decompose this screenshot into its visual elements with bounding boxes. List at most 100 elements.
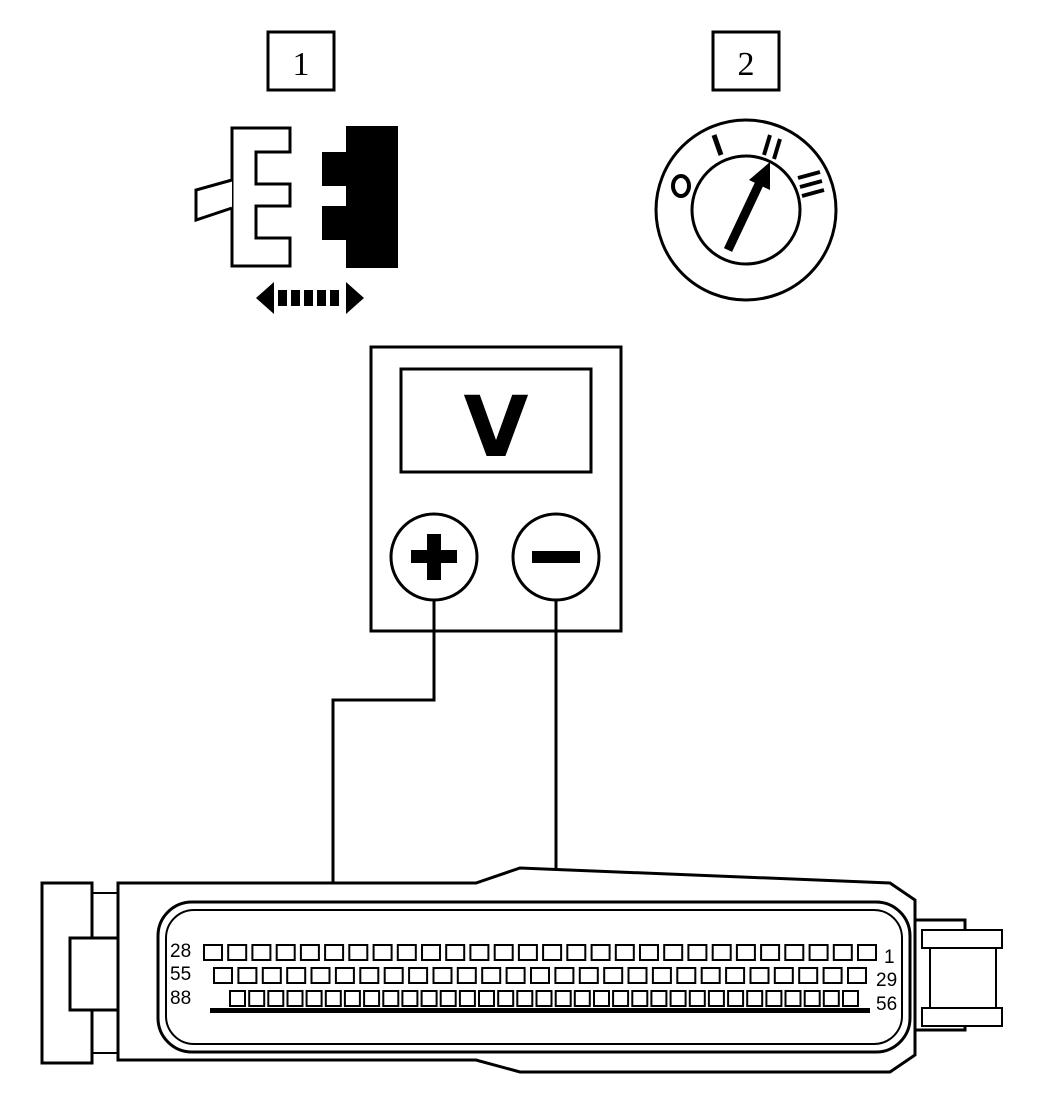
negative-terminal (511, 512, 601, 602)
connector-pin (784, 944, 805, 961)
connector-pin (808, 944, 829, 961)
step-1-label: 1 (293, 46, 310, 83)
connector-pin (700, 967, 721, 984)
connector-pin (688, 990, 706, 1007)
connector-pin (481, 967, 502, 984)
ignition-position-1-mark (711, 134, 724, 156)
connector-pin (676, 967, 697, 984)
connector-pin (516, 990, 534, 1007)
connector-pin (746, 990, 764, 1007)
connector-pin (383, 967, 404, 984)
connector-pin (408, 967, 429, 984)
connector-pin (803, 990, 821, 1007)
connector-pin (857, 944, 877, 961)
connector-pin (227, 944, 248, 961)
connector-pin (275, 944, 296, 961)
connector-pin (784, 990, 802, 1007)
row-2-start-label: 55 (170, 964, 191, 985)
ignition-position-0-mark (671, 174, 691, 198)
row-3-start-label: 88 (170, 988, 191, 1009)
connector-pin (324, 990, 342, 1007)
connector-pin (229, 990, 246, 1007)
connector-pin (760, 944, 781, 961)
connector-pin (749, 967, 770, 984)
connector-pin (505, 967, 526, 984)
connector-pin (420, 990, 438, 1007)
ecu-connector: 28 1 55 29 88 56 (40, 866, 1003, 1074)
connector-pin (614, 944, 635, 961)
positive-test-lead (331, 600, 436, 948)
connector-pin (497, 990, 515, 1007)
connector-pin (372, 944, 393, 961)
row-3-end-label: 56 (876, 994, 897, 1015)
connector-pin (343, 990, 361, 1007)
connector-pin (847, 967, 867, 984)
connector-pin (687, 944, 708, 961)
step-2-badge: 2 (711, 30, 781, 92)
connector-pin (359, 967, 380, 984)
connector-pin (251, 944, 272, 961)
connector-pin (573, 990, 591, 1007)
connector-pin (566, 944, 587, 961)
connector-pin (711, 944, 732, 961)
step-1-badge: 1 (266, 30, 336, 92)
connector-pin (517, 944, 538, 961)
connector-pin (493, 944, 514, 961)
connector-pin (535, 990, 553, 1007)
connector-pin (382, 990, 400, 1007)
connector-pin (478, 990, 495, 1007)
voltmeter: V (369, 345, 623, 633)
connector-pin (735, 944, 756, 961)
connector-pin (299, 944, 320, 961)
connector-pin (707, 990, 725, 1007)
connector-pin (445, 944, 466, 961)
voltmeter-display (399, 367, 593, 474)
connector-pin (310, 967, 331, 984)
connector-pin (261, 967, 282, 984)
connector-pin (832, 944, 853, 961)
connector-pin (765, 990, 783, 1007)
connector-pin (663, 944, 684, 961)
voltmeter-unit-label: V (463, 378, 528, 476)
connector-pin (822, 967, 843, 984)
connector-pin (286, 967, 307, 984)
connector-pin (554, 990, 572, 1007)
connector-pin (334, 967, 355, 984)
connector-pin (432, 967, 453, 984)
connector-pin (612, 990, 630, 1007)
connector-pin (773, 967, 794, 984)
connector-pin (348, 944, 369, 961)
disconnect-connector-icon (194, 126, 398, 314)
connector-pin (651, 967, 672, 984)
connector-pin (458, 990, 476, 1007)
ignition-switch-icon (654, 118, 838, 302)
connector-pin (305, 990, 323, 1007)
connector-pin (593, 990, 610, 1007)
row-2-end-label: 29 (876, 970, 897, 991)
connector-pin (554, 967, 575, 984)
positive-terminal (389, 512, 479, 602)
connector-pin (639, 944, 659, 961)
connector-pin (396, 944, 417, 961)
connector-pin (603, 967, 624, 984)
connector-pin (627, 967, 648, 984)
connector-pin (421, 944, 441, 961)
connector-pin (669, 990, 687, 1007)
connector-pin (469, 944, 490, 961)
connector-pin (286, 990, 304, 1007)
connector-pin (456, 967, 477, 984)
connector-pin (248, 990, 266, 1007)
connector-pin (798, 967, 819, 984)
row-1-start-label: 28 (170, 941, 191, 962)
connector-pin (439, 990, 457, 1007)
connector-pin-grid (203, 944, 877, 1007)
connector-pin (822, 990, 840, 1007)
connector-pin (324, 944, 345, 961)
ignition-position-3-mark (797, 170, 825, 198)
connector-pin (725, 967, 746, 984)
connector-pin (578, 967, 599, 984)
connector-pin (401, 990, 419, 1007)
connector-pin (727, 990, 745, 1007)
connector-pin (650, 990, 668, 1007)
